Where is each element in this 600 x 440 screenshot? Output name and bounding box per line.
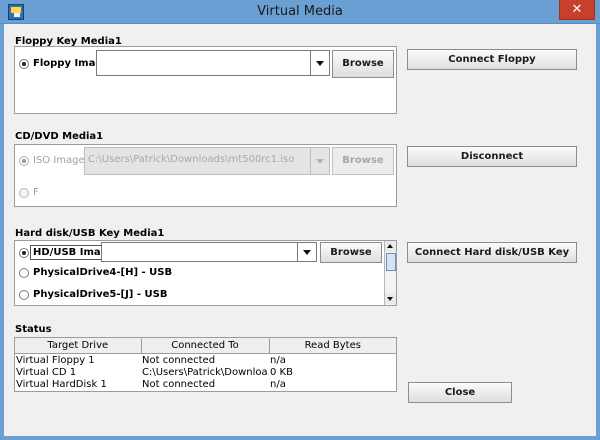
close-label: Close <box>444 387 476 398</box>
connect-floppy-label: Connect Floppy <box>448 54 536 65</box>
window-close-button[interactable]: ✕ <box>559 0 595 20</box>
cd-browse-button[interactable]: Browse <box>332 147 394 175</box>
table-cell: Not connected <box>142 354 216 366</box>
table-row[interactable]: Virtual HardDisk 1 Not connected n/a <box>15 378 396 390</box>
status-section-label: Status <box>15 324 52 335</box>
connect-hd-button[interactable]: Connect Hard disk/USB Key <box>407 242 577 263</box>
chevron-down-icon <box>316 159 324 164</box>
floppy-image-radio[interactable] <box>19 59 29 69</box>
status-table: Target Drive Connected To Read Bytes Vir… <box>15 338 396 390</box>
cd-iso-radio[interactable] <box>19 156 29 166</box>
table-cell: Virtual Floppy 1 <box>16 354 95 366</box>
hd-combo-dropdown[interactable] <box>297 243 316 261</box>
hd-drive5-radio[interactable] <box>19 290 29 300</box>
hd-image-combo[interactable] <box>101 242 317 262</box>
table-cell: Not connected <box>142 378 216 390</box>
hd-section-label: Hard disk/USB Key Media1 <box>15 228 165 239</box>
hd-drive5-label: PhysicalDrive5-[J] - USB <box>33 289 168 300</box>
app-icon <box>8 4 24 20</box>
hd-browse-label: Browse <box>330 247 372 258</box>
table-row[interactable]: Virtual CD 1 C:\Users\Patrick\Downloa...… <box>15 366 396 378</box>
hd-browse-button[interactable]: Browse <box>320 242 382 263</box>
connect-hd-label: Connect Hard disk/USB Key <box>414 247 570 258</box>
floppy-image-label: Floppy Image <box>33 58 110 69</box>
table-cell: C:\Users\Patrick\Downloa... <box>142 366 269 378</box>
cd-combo-value: C:\Users\Patrick\Downloads\mt500rc1.iso <box>88 154 295 165</box>
title-bar <box>0 0 600 24</box>
chevron-down-icon <box>303 250 311 255</box>
hd-scrollbar[interactable] <box>384 241 396 305</box>
cd-iso-combo[interactable]: C:\Users\Patrick\Downloads\mt500rc1.iso <box>84 147 330 175</box>
table-cell: n/a <box>270 354 286 366</box>
cd-browse-label: Browse <box>342 155 384 166</box>
hd-drive4-radio[interactable] <box>19 268 29 278</box>
chevron-down-icon <box>316 61 324 66</box>
scroll-up-icon[interactable] <box>385 241 396 252</box>
status-header-row: Target Drive Connected To Read Bytes <box>15 338 396 354</box>
disconnect-button[interactable]: Disconnect <box>407 146 577 167</box>
window-frame <box>0 24 600 440</box>
table-cell: Virtual HardDisk 1 <box>16 378 107 390</box>
floppy-image-combo[interactable] <box>96 50 330 76</box>
cd-f-label: F <box>33 187 39 198</box>
floppy-browse-label: Browse <box>342 58 384 69</box>
floppy-combo-value <box>100 51 309 75</box>
disconnect-label: Disconnect <box>460 151 524 162</box>
cd-combo-dropdown[interactable] <box>310 148 329 174</box>
scroll-thumb[interactable] <box>386 253 396 271</box>
floppy-combo-dropdown[interactable] <box>310 51 329 75</box>
table-row[interactable]: Virtual Floppy 1 Not connected n/a <box>15 354 396 367</box>
cd-section-label: CD/DVD Media1 <box>15 131 104 142</box>
scroll-down-icon[interactable] <box>385 293 396 304</box>
column-header-target-drive[interactable]: Target Drive <box>15 338 142 354</box>
table-cell: 0 KB <box>270 366 293 378</box>
hd-combo-value <box>105 243 296 261</box>
status-table-panel: Target Drive Connected To Read Bytes Vir… <box>14 337 397 392</box>
table-cell: n/a <box>270 378 286 390</box>
floppy-browse-button[interactable]: Browse <box>332 50 394 78</box>
table-cell: Virtual CD 1 <box>16 366 77 378</box>
column-header-read-bytes[interactable]: Read Bytes <box>268 338 396 354</box>
window-title: Virtual Media <box>257 4 343 19</box>
cd-iso-label: ISO Image <box>33 155 85 166</box>
hd-drive4-label: PhysicalDrive4-[H] - USB <box>33 267 173 278</box>
close-button[interactable]: Close <box>408 382 512 403</box>
cd-f-radio[interactable] <box>19 188 29 198</box>
connect-floppy-button[interactable]: Connect Floppy <box>407 49 577 70</box>
column-header-connected-to[interactable]: Connected To <box>140 338 270 354</box>
hd-image-radio[interactable] <box>19 248 29 258</box>
floppy-section-label: Floppy Key Media1 <box>15 36 122 47</box>
